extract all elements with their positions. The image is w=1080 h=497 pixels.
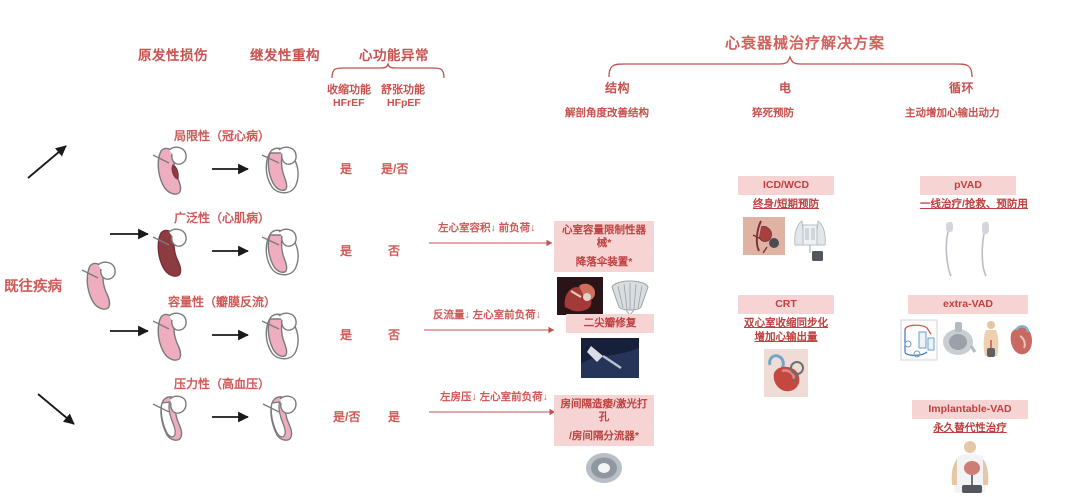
centrifugal-pump-thumb — [942, 322, 976, 356]
device-card-implantable-vad[interactable]: Implantable-VAD 永久替代性治疗 — [912, 400, 1028, 495]
row2-long-arrow — [428, 238, 560, 248]
origin-heart-icon — [78, 258, 124, 314]
row4-diastolic-value: 是 — [388, 410, 401, 424]
row-label-pressure-hypertension: 压力性（高血压） — [174, 377, 271, 391]
row4-systolic-value: 是/否 — [333, 410, 361, 424]
row2-diastolic-value: 否 — [388, 244, 401, 258]
label-hfref: HFrEF — [333, 97, 365, 109]
row4-transition-arrow — [210, 411, 256, 423]
patient-body-thumb — [983, 321, 998, 358]
branch-desc-circulation: 主动增加心输出动力 — [905, 107, 1000, 119]
device-thumbnails-row — [554, 277, 654, 317]
row2-heart-before — [148, 225, 196, 281]
row3-diastolic-value: 否 — [388, 328, 401, 342]
branch-desc-structure: 解剖角度改善结构 — [565, 107, 649, 119]
feeder-arrow-row4 — [36, 390, 84, 432]
device-subtitle-crt-line1: 双心室收缩同步化 — [744, 317, 828, 330]
row4-heart-after — [258, 391, 306, 447]
row3-annotation: 反流量↓ 左心室前负荷↓ — [433, 309, 541, 321]
solution-brace — [607, 55, 974, 78]
row4-long-arrow — [428, 407, 564, 417]
row1-heart-before — [148, 143, 196, 199]
parachute-device-thumb — [610, 280, 649, 317]
device-thumbnails-row — [900, 319, 1032, 361]
device-thumbnails-row — [554, 451, 654, 485]
label-diastolic-function: 舒张功能 — [381, 84, 425, 96]
device-title-icd-wcd: ICD/WCD — [738, 176, 834, 196]
device-title-implantable-vad: Implantable-VAD — [912, 400, 1028, 420]
row-label-focal-cad: 局限性（冠心病） — [174, 129, 271, 143]
device-title-pvad: pVAD — [920, 176, 1016, 196]
feeder-arrow-row2 — [108, 228, 156, 240]
branch-desc-electrical: 猝死预防 — [752, 107, 794, 119]
wcd-vest-thumb — [793, 219, 826, 261]
column-header-cardiac-dysfunction: 心功能异常 — [359, 48, 429, 63]
device-title-line2: 降落伞装置* — [554, 253, 654, 273]
cardiac-function-brace — [330, 61, 446, 79]
row3-long-arrow — [423, 325, 563, 335]
label-hfpef: HFpEF — [387, 97, 421, 109]
device-card-pvad[interactable]: pVAD 一线治疗/抢救、预防用 — [920, 176, 1028, 278]
device-title-line1: 心室容量限制性器械* — [554, 221, 654, 254]
device-thumbnails-row — [912, 440, 1028, 495]
column-header-secondary-remodeling: 继发性重构 — [250, 48, 320, 63]
device-title-crt: CRT — [738, 295, 834, 315]
row-label-diffuse-cardiomyopathy: 广泛性（心肌病） — [174, 211, 271, 225]
row1-transition-arrow — [210, 163, 256, 175]
feeder-arrow-row3 — [108, 325, 156, 337]
column-header-primary-injury: 原发性损伤 — [138, 48, 208, 63]
heart-photo-thumb — [556, 277, 603, 316]
heart-anatomy-thumb — [1010, 325, 1032, 355]
origin-label-prior-disease: 既往疾病 — [4, 279, 62, 295]
lvad-patient-thumb — [951, 440, 989, 493]
branch-label-circulation: 循环 — [949, 81, 975, 95]
device-thumbnails-row — [920, 220, 1016, 278]
device-title-shunt-line1: 房间隔造瘘/激光打孔 — [554, 395, 654, 428]
device-subtitle-icd-wcd: 终身/短期预防 — [753, 198, 819, 211]
row3-systolic-value: 是 — [340, 328, 353, 342]
device-card-extra-vad[interactable]: extra-VAD — [900, 295, 1032, 361]
device-thumbnails-row — [738, 216, 834, 263]
row2-heart-after — [258, 225, 308, 281]
label-systolic-function: 收缩功能 — [327, 84, 371, 96]
row2-annotation: 左心室容积↓ 前负荷↓ — [438, 222, 536, 234]
feeder-arrow-row1 — [26, 140, 74, 180]
row4-heart-before — [148, 391, 196, 447]
device-card-mitral-repair[interactable]: 二尖瓣修复 — [566, 314, 654, 379]
device-title-extra-vad: extra-VAD — [908, 295, 1028, 315]
row1-systolic-value: 是 — [340, 162, 353, 176]
row1-heart-after — [258, 143, 308, 199]
device-card-icd-wcd[interactable]: ICD/WCD 终身/短期预防 — [738, 176, 834, 263]
row3-transition-arrow — [210, 329, 256, 341]
device-thumbnails-row — [738, 349, 834, 398]
row-label-volume-regurgitation: 容量性（瓣膜反流） — [168, 295, 277, 309]
device-card-crt[interactable]: CRT 双心室收缩同步化 增加心输出量 — [738, 295, 834, 398]
row2-transition-arrow — [210, 245, 256, 257]
shunt-disc-thumb — [586, 453, 622, 484]
mitral-clip-thumb — [581, 338, 639, 379]
crt-heart-leads-thumb — [764, 349, 808, 398]
branch-label-electrical: 电 — [779, 81, 792, 95]
device-subtitle-pvad: 一线治疗/抢救、预防用 — [920, 198, 1028, 211]
pvad-catheter-thumb-2 — [981, 221, 989, 277]
circuit-schematic-thumb — [900, 319, 937, 361]
icd-implant-thumb — [742, 216, 785, 255]
device-thumbnails-row — [566, 338, 654, 379]
row1-diastolic-value: 是/否 — [381, 162, 409, 176]
pvad-catheter-thumb-1 — [945, 221, 953, 277]
device-subtitle-crt-line2: 增加心输出量 — [754, 330, 818, 343]
device-subtitle-implantable-vad: 永久替代性治疗 — [933, 422, 1007, 435]
device-card-atrial-shunt[interactable]: 房间隔造瘘/激光打孔 /房间隔分流器* — [554, 395, 654, 485]
row3-heart-after — [258, 309, 308, 365]
branch-label-structure: 结构 — [605, 81, 631, 95]
device-title-mitral: 二尖瓣修复 — [566, 314, 654, 334]
device-title-shunt-line2: /房间隔分流器* — [554, 427, 654, 447]
device-card-ventricular-restraint[interactable]: 心室容量限制性器械* 降落伞装置* — [554, 221, 654, 317]
row3-heart-before — [148, 309, 196, 365]
row4-annotation: 左房压↓ 左心室前负荷↓ — [440, 391, 548, 403]
row2-systolic-value: 是 — [340, 244, 353, 258]
right-panel-title: 心衰器械治疗解决方案 — [725, 35, 886, 52]
